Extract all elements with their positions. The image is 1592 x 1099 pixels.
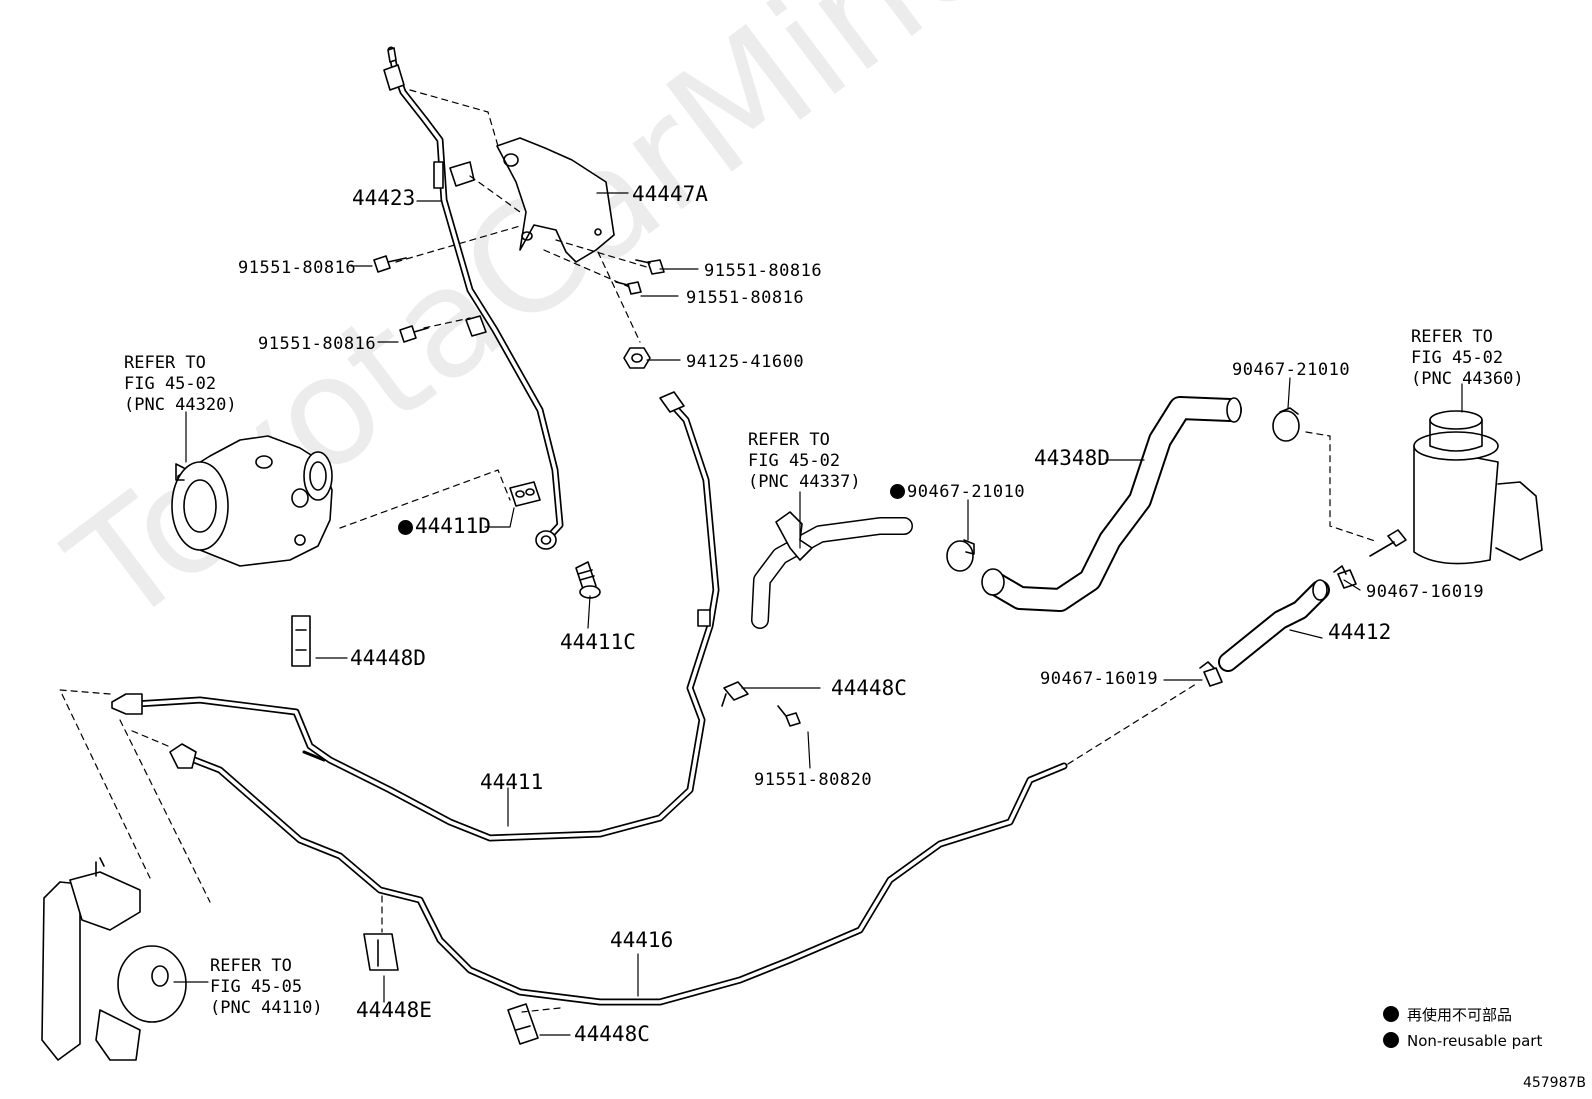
label-44448C-b: 44448C xyxy=(574,1022,650,1046)
label-44348D: 44348D xyxy=(1034,446,1110,470)
legend-item: 再使用不可部品 xyxy=(1383,1002,1542,1028)
clips xyxy=(291,615,749,1045)
non-reusable-marker-icon xyxy=(1383,1032,1399,1048)
hose-44337 xyxy=(751,511,913,629)
label-44416: 44416 xyxy=(610,928,674,952)
refer-note-line: (PNC 44337) xyxy=(748,472,861,492)
label-90467-21010-b: 90467-21010 xyxy=(890,482,1025,502)
legend-text: Non-reusable part xyxy=(1407,1032,1543,1050)
label-91551-80816-d: 91551-80816 xyxy=(258,334,377,354)
refer-note-line: (PNC 44360) xyxy=(1411,369,1524,389)
reservoir xyxy=(1369,410,1543,565)
label-90467-16019-a: 90467-16019 xyxy=(1366,582,1485,602)
bolts xyxy=(373,255,801,727)
refer-note-line: REFER TO xyxy=(1411,327,1493,347)
refer-note-line: FIG 45-02 xyxy=(748,451,841,471)
non-reusable-marker-icon xyxy=(890,484,905,499)
refer-note-line: (PNC 44110) xyxy=(210,998,323,1018)
return-tube-44416 xyxy=(169,743,1068,1006)
steering-gear xyxy=(41,857,187,1061)
refer-note-line: REFER TO xyxy=(748,430,830,450)
non-reusable-marker-icon xyxy=(1383,1006,1399,1022)
legend: 再使用不可部品 Non-reusable part xyxy=(1383,1002,1542,1054)
label-44411C: 44411C xyxy=(560,630,636,654)
refer-note-line: (PNC 44320) xyxy=(124,395,237,415)
refer-note-44320: REFER TO FIG 45-02 (PNC 44320) xyxy=(124,353,237,416)
refer-note-line: FIG 45-02 xyxy=(124,374,217,394)
refer-note-line: FIG 45-02 xyxy=(1411,348,1504,368)
label-44448E: 44448E xyxy=(356,998,432,1022)
non-reusable-marker-icon xyxy=(398,520,413,535)
label-44412: 44412 xyxy=(1328,620,1392,644)
refer-note-line: REFER TO xyxy=(210,956,292,976)
label-94125-41600: 94125-41600 xyxy=(686,352,805,372)
bracket-44447A xyxy=(449,137,615,263)
label-91551-80816-b: 91551-80816 xyxy=(704,261,823,281)
refer-note-line: REFER TO xyxy=(124,353,206,373)
label-text: 90467-21010 xyxy=(907,482,1026,502)
label-91551-80820: 91551-80820 xyxy=(754,770,873,790)
pressure-line-44411 xyxy=(111,391,720,842)
refer-note-44337: REFER TO FIG 45-02 (PNC 44337) xyxy=(748,430,861,493)
label-text: 44411D xyxy=(415,514,491,538)
legend-text: 再使用不可部品 xyxy=(1407,1006,1513,1024)
label-44447A: 44447A xyxy=(632,182,708,206)
label-90467-16019-b: 90467-16019 xyxy=(1040,669,1159,689)
hose-44348D xyxy=(981,396,1242,612)
label-91551-80816-c: 91551-80816 xyxy=(686,288,805,308)
label-90467-21010-a: 90467-21010 xyxy=(1232,360,1351,380)
label-44448C-a: 44448C xyxy=(831,676,907,700)
label-44411: 44411 xyxy=(480,770,544,794)
legend-item: Non-reusable part xyxy=(1383,1028,1542,1054)
label-91551-80816-a: 91551-80816 xyxy=(238,258,357,278)
diagram-id: 457987B xyxy=(1522,1075,1586,1091)
refer-note-44360: REFER TO FIG 45-02 (PNC 44360) xyxy=(1411,327,1524,390)
pressure-tube-44423 xyxy=(383,46,564,550)
dashed-leaders-top xyxy=(339,89,651,529)
label-44448D: 44448D xyxy=(350,646,426,670)
clamps xyxy=(946,407,1357,687)
label-44411D: 44411D xyxy=(398,514,491,538)
hose-44412 xyxy=(1218,579,1330,672)
refer-note-line: FIG 45-05 xyxy=(210,977,303,997)
power-steering-pump xyxy=(171,435,333,567)
refer-note-44110: REFER TO FIG 45-05 (PNC 44110) xyxy=(210,956,323,1019)
dashed-leaders-bottom xyxy=(59,431,1379,1013)
label-44423: 44423 xyxy=(352,186,416,210)
leader-lines xyxy=(173,192,1463,1036)
